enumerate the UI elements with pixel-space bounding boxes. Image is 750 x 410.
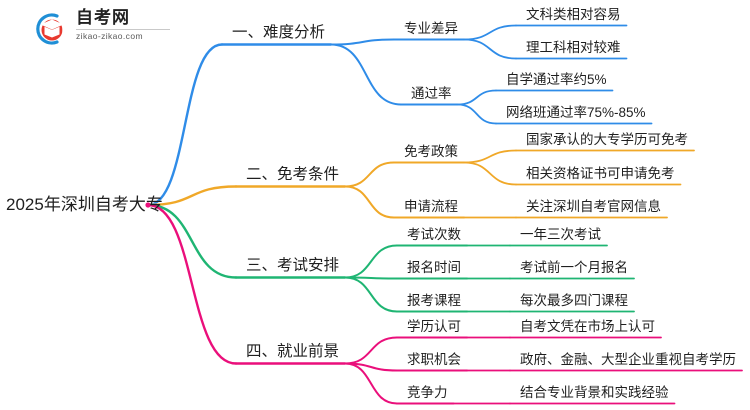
connector-l1-l2-difficulty-0 — [330, 38, 395, 46]
mindmap-node-leaf-exemption-0-1[interactable]: 相关资格证书可申请免考 — [526, 166, 675, 181]
connector-l1-l2-schedule-2 — [344, 276, 398, 313]
mindmap-node-l2-schedule-0[interactable]: 考试次数 — [407, 227, 461, 242]
connector-l2-leaf-difficulty-1-1 — [456, 103, 497, 125]
connector-l2-leaf-exemption-0-1 — [463, 161, 517, 186]
connector-l2-leaf-difficulty-1-0 — [456, 89, 497, 106]
mindmap-node-l2-difficulty-1[interactable]: 通过率 — [411, 86, 452, 101]
connector-l1-l2-exemption-1 — [344, 185, 395, 219]
connector-l1-l2-difficulty-1 — [330, 43, 402, 106]
mindmap-root-junction — [145, 202, 151, 208]
logo-wordmark: 自考网 zikao-zikao.com — [76, 8, 172, 42]
mindmap-node-leaf-schedule-0-0[interactable]: 一年三次考试 — [520, 227, 601, 242]
logo-site-name: 自考网 — [76, 8, 130, 27]
mindmap-node-leaf-exemption-1-0[interactable]: 关注深圳自考官网信息 — [526, 199, 661, 214]
connector-l2-leaf-difficulty-0-1 — [463, 38, 517, 60]
mindmap-node-l2-exemption-0[interactable]: 免考政策 — [404, 144, 458, 159]
connector-l1-l2-schedule-0 — [344, 244, 398, 279]
connector-root-career — [146, 203, 238, 365]
mindmap-node-l2-career-0[interactable]: 学历认可 — [407, 319, 461, 334]
mindmap-node-l1-schedule[interactable]: 三、考试安排 — [246, 257, 340, 274]
mindmap-node-leaf-schedule-1-0[interactable]: 考试前一个月报名 — [520, 260, 628, 275]
connector-root-exemption — [146, 185, 238, 207]
connector-root-schedule — [146, 203, 238, 279]
mindmap-node-leaf-career-0-0[interactable]: 自考文凭在市场上认可 — [520, 319, 655, 334]
mindmap-node-leaf-difficulty-0-0[interactable]: 文科类相对容易 — [526, 7, 621, 22]
mindmap-node-l1-exemption[interactable]: 二、免考条件 — [246, 166, 340, 183]
mindmap-node-leaf-difficulty-1-1[interactable]: 网络班通过率75%-85% — [506, 105, 646, 120]
mindmap-node-leaf-career-1-0[interactable]: 政府、金融、大型企业重视自考学历 — [520, 352, 736, 367]
mindmap-node-l1-career[interactable]: 四、就业前景 — [246, 343, 340, 360]
mindmap-node-l2-exemption-1[interactable]: 申请流程 — [404, 199, 458, 214]
site-logo: 自考网 zikao-zikao.com — [30, 8, 170, 50]
graduation-cap-icon — [36, 13, 64, 45]
mindmap-node-l2-schedule-1[interactable]: 报名时间 — [407, 260, 461, 275]
mindmap-node-leaf-difficulty-0-1[interactable]: 理工科相对较难 — [526, 40, 621, 55]
connector-root-difficulty — [146, 43, 224, 207]
mindmap-node-leaf-exemption-0-0[interactable]: 国家承认的大专学历可免考 — [526, 132, 688, 147]
connector-l1-l2-exemption-0 — [344, 161, 395, 188]
connector-l1-l2-career-2 — [344, 362, 398, 405]
mindmap-node-l2-career-2[interactable]: 竞争力 — [407, 385, 448, 400]
connector-l2-leaf-exemption-0-0 — [463, 149, 517, 164]
mindmap-node-leaf-schedule-2-0[interactable]: 每次最多四门课程 — [520, 293, 628, 308]
mindmap-node-leaf-career-2-0[interactable]: 结合专业背景和实践经验 — [520, 385, 669, 400]
mindmap-node-l2-schedule-2[interactable]: 报考课程 — [407, 293, 461, 308]
connector-l2-leaf-difficulty-0-0 — [463, 24, 517, 41]
mindmap-node-l2-career-1[interactable]: 求职机会 — [407, 352, 461, 367]
mindmap-root-node[interactable]: 2025年深圳自考大专 — [6, 195, 163, 214]
logo-divider — [76, 29, 170, 30]
mindmap-node-leaf-difficulty-1-0[interactable]: 自学通过率约5% — [506, 72, 607, 87]
connector-l1-l2-career-0 — [344, 336, 398, 365]
mindmap-node-l1-difficulty[interactable]: 一、难度分析 — [232, 24, 326, 41]
mindmap-node-l2-difficulty-0[interactable]: 专业差异 — [404, 21, 458, 36]
logo-site-url: zikao-zikao.com — [76, 31, 143, 41]
